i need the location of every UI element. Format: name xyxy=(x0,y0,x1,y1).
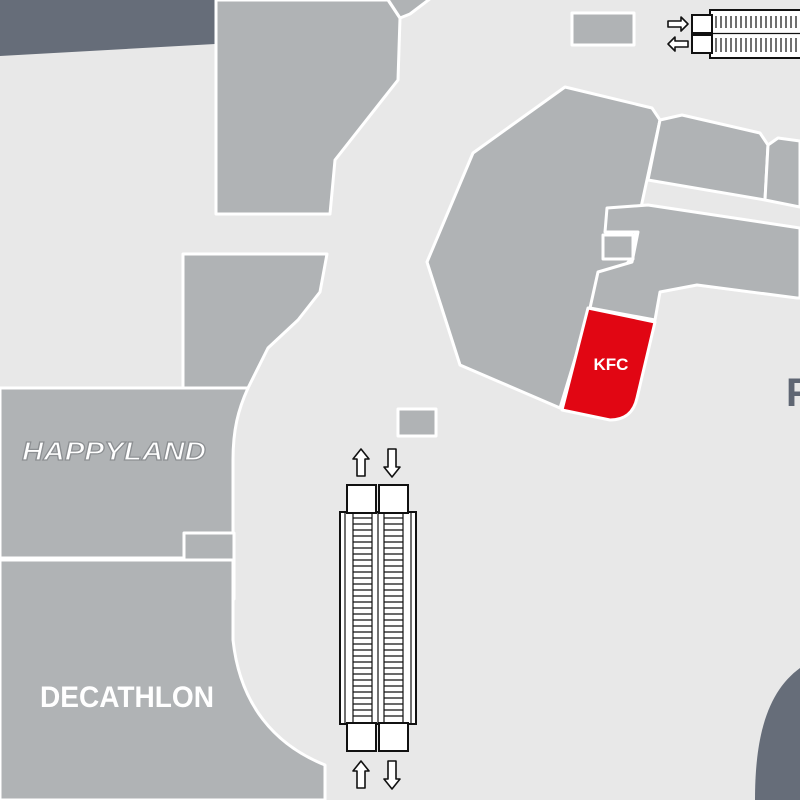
escalator-icon xyxy=(691,9,800,59)
store-kfc[interactable] xyxy=(560,306,657,422)
dark-area-bottom-right xyxy=(755,668,800,800)
arrow-down-icon xyxy=(383,760,401,790)
arrow-left-icon xyxy=(667,36,689,52)
escalator-icon xyxy=(339,484,417,752)
arrow-right-icon xyxy=(667,16,689,32)
arrow-up-icon xyxy=(352,448,370,477)
partial-store-label: F xyxy=(786,371,800,415)
unit-kiosk[interactable] xyxy=(396,407,438,438)
kfc-label: KFC xyxy=(594,355,629,374)
store-happyland[interactable] xyxy=(0,386,250,560)
store-decathlon[interactable] xyxy=(0,558,327,800)
decathlon-logo: DECATHLON xyxy=(40,681,214,714)
unit-top-small[interactable] xyxy=(570,11,636,47)
arrow-down-icon xyxy=(383,448,401,478)
unit-small-notch xyxy=(601,233,635,261)
arrow-up-icon xyxy=(352,760,370,789)
unit-right-upper-b[interactable] xyxy=(763,136,800,209)
unit-top-center-corner xyxy=(386,0,431,20)
dark-area-top-left xyxy=(0,0,215,56)
happyland-logo: HAPPYLAND xyxy=(22,436,206,466)
